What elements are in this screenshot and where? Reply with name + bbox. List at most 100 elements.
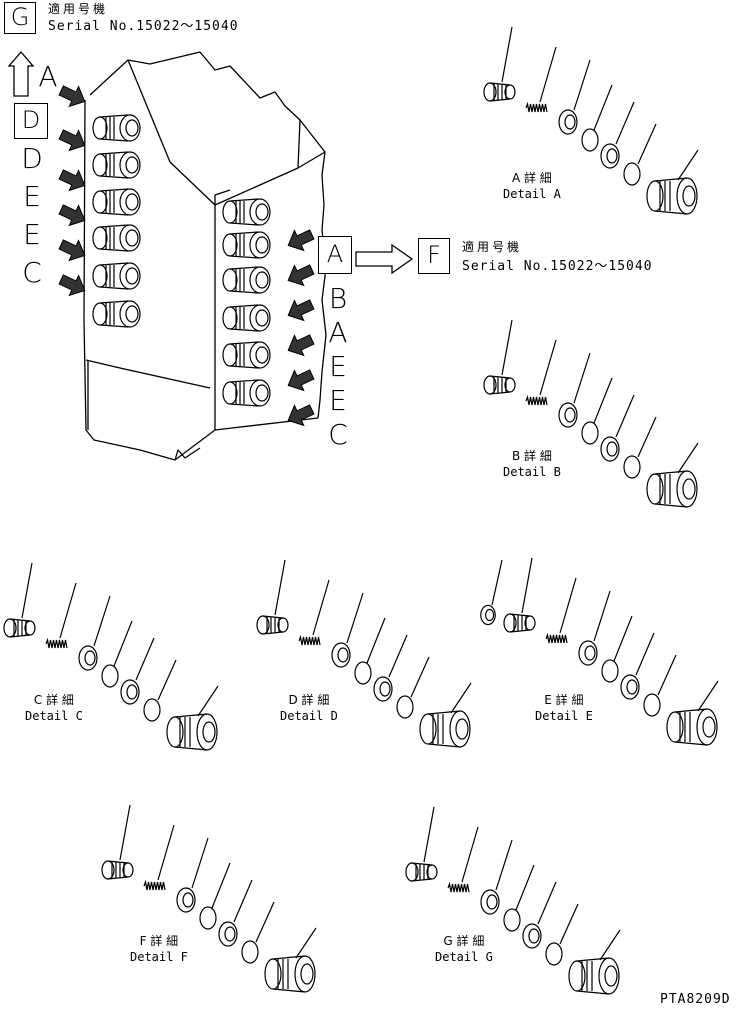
detail-e-washer [578,590,611,666]
right-stack-letter-4: C [328,418,348,451]
right-stack-letter-1: A [328,316,348,349]
detail-c-parts [3,562,219,751]
left-arrow-icon-0 [58,85,86,108]
detail-a-washer [558,59,591,135]
detail-e-jp-label: E 詳 細 [544,693,584,707]
left-stack-letter-3: C [22,256,42,289]
right-arrow-icon-3 [287,334,315,357]
detail-e-o-ring-2 [643,654,677,717]
left-arrow-icon-4 [58,239,86,262]
detail-b-jp-label: B 詳 細 [511,449,552,463]
detail-e-caption: E 詳 細 Detail E [535,692,593,724]
applicable-serial-g: Serial No.15022～15040 [48,19,239,34]
detail-c-jp-label: C 詳 細 [33,693,74,707]
detail-b-o-ring-2 [623,416,657,479]
detail-b-cap [646,442,699,508]
left-spool-cap-4 [92,262,141,290]
left-spool-cap-5 [92,300,141,328]
right-spool-cap-4 [222,341,271,369]
left-position-arrows [58,85,86,297]
boxed-letter-a: A [318,236,352,274]
detail-a-caption: A 詳 細 Detail A [503,170,561,202]
detail-e-spring [545,577,577,644]
detail-e-washer-2 [620,632,655,700]
detail-a-parts [483,26,699,215]
detail-b-washer-2 [600,394,635,462]
detail-b-spring [525,339,557,406]
right-stack-letter-2: E [329,350,347,383]
detail-f-washer-2 [218,879,253,947]
detail-d-plug [256,559,289,635]
detail-d-o-ring [354,617,386,685]
detail-f-en-label: Detail F [130,950,188,964]
detail-c-washer-2 [120,637,155,705]
right-spool-caps [222,198,271,407]
detail-c-cap [166,685,219,751]
detail-g-washer [480,839,513,915]
right-arrow-icon-5 [287,404,315,427]
detail-a-en-label: Detail A [503,187,561,201]
applicable-serial-jp-g: 適用号機 [48,2,109,16]
detail-g-washer-2 [522,881,557,949]
detail-g-spring [447,826,479,893]
detail-a-washer-2 [600,101,635,169]
left-arrow-icon-5 [58,274,86,297]
detail-b-parts [483,319,699,508]
right-arrow-icon-1 [287,264,315,287]
left-spool-cap-3 [92,224,141,252]
right-stack-letter-0: B [328,282,348,315]
detail-a-o-ring-2 [623,123,657,186]
detail-f-cap [264,927,317,993]
detail-e-extra-washer [480,559,503,626]
detail-b-en-label: Detail B [503,465,561,479]
detail-a-cap [646,149,699,215]
boxed-letter-g: G [4,2,36,34]
right-arrow-icon-0 [287,229,315,252]
detail-b-plug [483,319,516,395]
detail-f-o-ring [199,862,231,930]
right-spool-cap-3 [222,304,271,332]
detail-c-plug [3,562,36,638]
detail-d-cap [419,682,472,748]
detail-a-plug [483,26,516,102]
right-stack-letter-3: E [329,384,347,417]
detail-c-o-ring-2 [143,659,177,722]
detail-c-o-ring [101,620,133,688]
boxed-letter-f: F [418,238,450,274]
detail-d-o-ring-2 [396,656,430,719]
left-stack-letter-0: D [21,142,43,175]
detail-d-parts [256,559,472,748]
detail-g-cap [568,929,621,995]
detail-g-o-ring-2 [545,903,579,966]
right-arrow-icon-2 [287,299,315,322]
left-arrow-icon-2 [58,169,86,192]
detail-c-washer [78,595,111,671]
right-spool-cap-2 [222,266,271,294]
applicable-serial-jp-f: 適用号機 [462,240,523,254]
right-arrow-icon-4 [287,369,315,392]
detail-b-caption: B 詳 細 Detail B [503,448,561,480]
left-letter-a: A [38,60,58,93]
detail-a-spring [525,46,557,113]
detail-d-jp-label: D 詳 細 [288,693,330,707]
detail-f-spring [143,824,175,891]
detail-b-washer [558,352,591,428]
detail-a-jp-label: A 詳 細 [511,171,552,185]
detail-e-o-ring [601,615,633,683]
detail-e-en-label: Detail E [535,709,593,723]
left-spool-cap-2 [92,188,141,216]
right-spool-cap-0 [222,198,271,226]
detail-f-parts [101,804,317,993]
detail-g-plug [405,806,438,882]
detail-f-washer [176,837,209,913]
detail-a-o-ring [581,84,613,152]
detail-f-o-ring-2 [241,901,275,964]
detail-c-spring [45,582,77,649]
